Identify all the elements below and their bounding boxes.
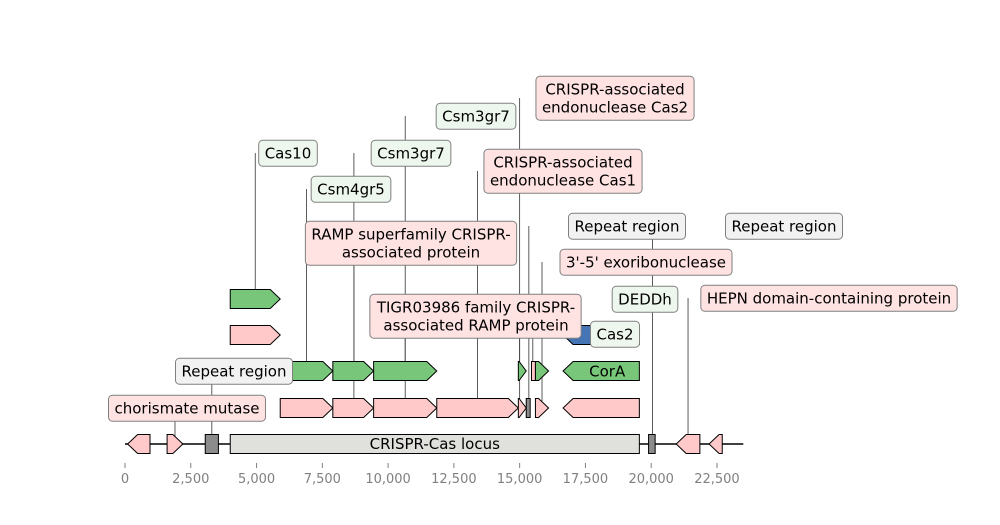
crispr-cas-locus-label: CRISPR-Cas locus: [370, 435, 500, 453]
level1-gene-arrow: [373, 398, 438, 418]
annotation-label: DEDDh: [611, 285, 679, 313]
annotation-label: Repeat region: [724, 212, 844, 240]
x-tick-label: 20,000: [628, 472, 674, 487]
annotation-box: [611, 285, 679, 313]
annotation-box: [535, 75, 695, 121]
annotation-label: Repeat region: [174, 357, 294, 385]
annotation-box: [108, 394, 266, 422]
x-tick-label: 2,500: [172, 472, 209, 487]
annotation-labels: chorismate mutase Repeat region Cas10Csm4g…: [108, 75, 958, 422]
x-tick-label: 22,500: [694, 472, 740, 487]
crispr-cas-locus-region: [229, 434, 640, 454]
annotation-text: TIGR03986 family CRISPR-associated RAMP …: [376, 298, 575, 334]
x-tick-label: 15,000: [497, 472, 543, 487]
level1-gene-arrow: [332, 398, 375, 418]
annotation-label: RAMP superfamily CRISPR-associated prote…: [304, 220, 518, 266]
level2-gene-arrow: [373, 361, 438, 381]
annotation-label: Csm3gr7: [435, 102, 517, 130]
level2-gene-arrow: [517, 361, 527, 381]
x-tick-label: 0: [121, 472, 129, 487]
annotation-box: [567, 212, 687, 240]
annotation-label: Csm3gr7: [370, 139, 452, 167]
annotation-box: [370, 139, 452, 167]
level1-gene-arrow: [279, 398, 334, 418]
annotation-box: [369, 293, 582, 339]
annotation-label: 3'-5' exoribonuclease: [559, 248, 733, 276]
level2-gene-arrow: [534, 361, 550, 381]
x-tick-label: 7,500: [304, 472, 341, 487]
annotation-box: [483, 148, 643, 194]
level4-gene-arrow: [229, 289, 281, 309]
annotation-label: HEPN domain-containing protein: [700, 284, 958, 312]
annotation-box: [435, 102, 517, 130]
x-tick-label: 5,000: [238, 472, 275, 487]
annotation-box: [700, 284, 958, 312]
gene-inline-label: CorA: [589, 363, 626, 381]
annotation-label: TIGR03986 family CRISPR-associated RAMP …: [369, 293, 582, 339]
level1-gene-arrow: [534, 398, 550, 418]
annotation-box: [559, 248, 733, 276]
annotation-box: [258, 139, 318, 167]
annotation-box: [589, 320, 641, 348]
annotation-text: HEPN domain-containing protein: [707, 289, 951, 307]
level1-gene-arrow: [517, 398, 527, 418]
annotation-box: [304, 220, 518, 266]
annotation-label: Cas10: [258, 139, 318, 167]
annotation-box: [724, 212, 844, 240]
annotation-label: Repeat region: [567, 212, 687, 240]
x-tick-label: 10,000: [365, 472, 411, 487]
x-tick-label: 17,500: [563, 472, 609, 487]
base-gene-arrow: [675, 434, 701, 454]
annotation-text: 3'-5' exoribonuclease: [566, 253, 726, 271]
annotation-text: RAMP superfamily CRISPR-associated prote…: [311, 225, 510, 261]
feature-tracks: CRISPR-Cas locusCorAcora: [126, 289, 723, 454]
level3-gene-arrow: [229, 325, 281, 345]
annotation-text: Cas2: [596, 325, 633, 343]
annotation-text: Csm4gr5: [317, 180, 385, 198]
base-block-feature: [648, 434, 656, 454]
annotation-label: Cas2: [589, 320, 641, 348]
annotation-text: DEDDh: [618, 290, 672, 308]
base-gene-arrow: [708, 434, 723, 454]
annotation-box: [174, 357, 294, 385]
level1-gene-arrow: [562, 398, 640, 418]
annotation-text: Repeat region: [574, 217, 679, 235]
x-tick-label: 12,500: [431, 472, 477, 487]
annotation-text: Repeat region: [181, 362, 286, 380]
level1-gene-arrow: [436, 398, 520, 418]
level2-gene-arrow: [562, 361, 640, 381]
annotation-text: Cas10: [265, 144, 312, 162]
level2-gene-arrow: [332, 361, 375, 381]
annotation-text: Csm3gr7: [377, 144, 445, 162]
annotation-text: chorismate mutase: [115, 399, 260, 417]
base-gene-arrow: [166, 434, 184, 454]
base-gene-arrow: [126, 434, 151, 454]
annotation-text: Csm3gr7: [442, 107, 510, 125]
annotation-label: chorismate mutase: [108, 394, 266, 422]
annotation-text: Repeat region: [731, 217, 836, 235]
base-block-feature: [204, 434, 219, 454]
level2-block-feature: [530, 361, 536, 381]
annotation-box: [310, 175, 392, 203]
level1-block-feature: [525, 398, 531, 418]
x-axis: 0 2,500 5,000 7,500 10,000 12,500 15,000 17,500…: [121, 463, 740, 487]
annotation-label: Csm4gr5: [310, 175, 392, 203]
